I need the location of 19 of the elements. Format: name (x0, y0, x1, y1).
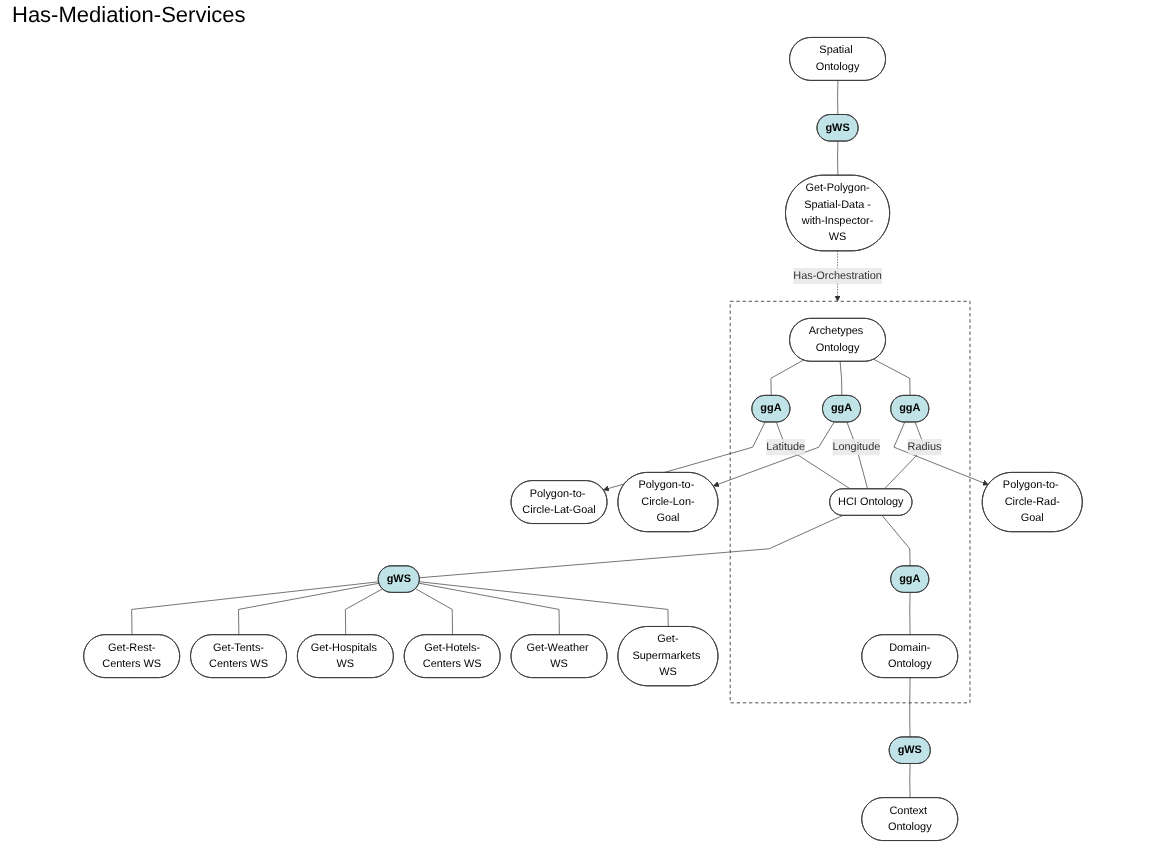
cluster (729, 300, 971, 704)
connector (418, 582, 560, 636)
connector (881, 515, 911, 567)
connector (883, 421, 925, 490)
connector (909, 592, 911, 636)
connector (837, 80, 839, 116)
connector (419, 581, 669, 628)
connector (776, 421, 851, 490)
connector (419, 515, 843, 579)
connector (909, 677, 911, 738)
connector (131, 581, 380, 636)
note-text: Has-Mediation-Services (12, 4, 248, 28)
connector (873, 359, 911, 397)
connector (839, 361, 843, 397)
connector (846, 421, 868, 490)
connector (837, 141, 839, 176)
connector (909, 763, 911, 799)
connector (238, 582, 380, 636)
connector (770, 359, 804, 397)
